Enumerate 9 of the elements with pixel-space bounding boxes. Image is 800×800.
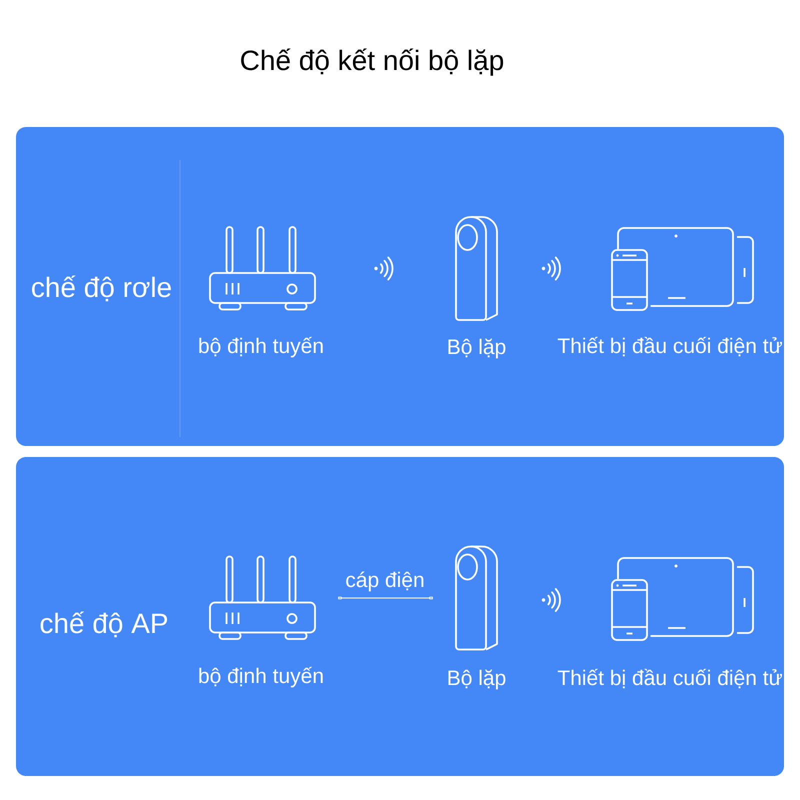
cable-line bbox=[338, 596, 433, 600]
node-label: bộ định tuyến bbox=[199, 336, 323, 358]
node-label: Bộ lặp bbox=[448, 670, 506, 690]
node-label: Thiết bị đầu cuối điện tử bbox=[558, 668, 782, 688]
node-label: Bộ lặp bbox=[448, 338, 506, 358]
edge-label: cáp điện bbox=[344, 570, 426, 593]
title: Chế độ kết nối bộ lặp bbox=[241, 48, 504, 76]
node-label: bộ định tuyến bbox=[199, 666, 323, 688]
node-label: Thiết bị đầu cuối điện tử bbox=[558, 336, 782, 356]
